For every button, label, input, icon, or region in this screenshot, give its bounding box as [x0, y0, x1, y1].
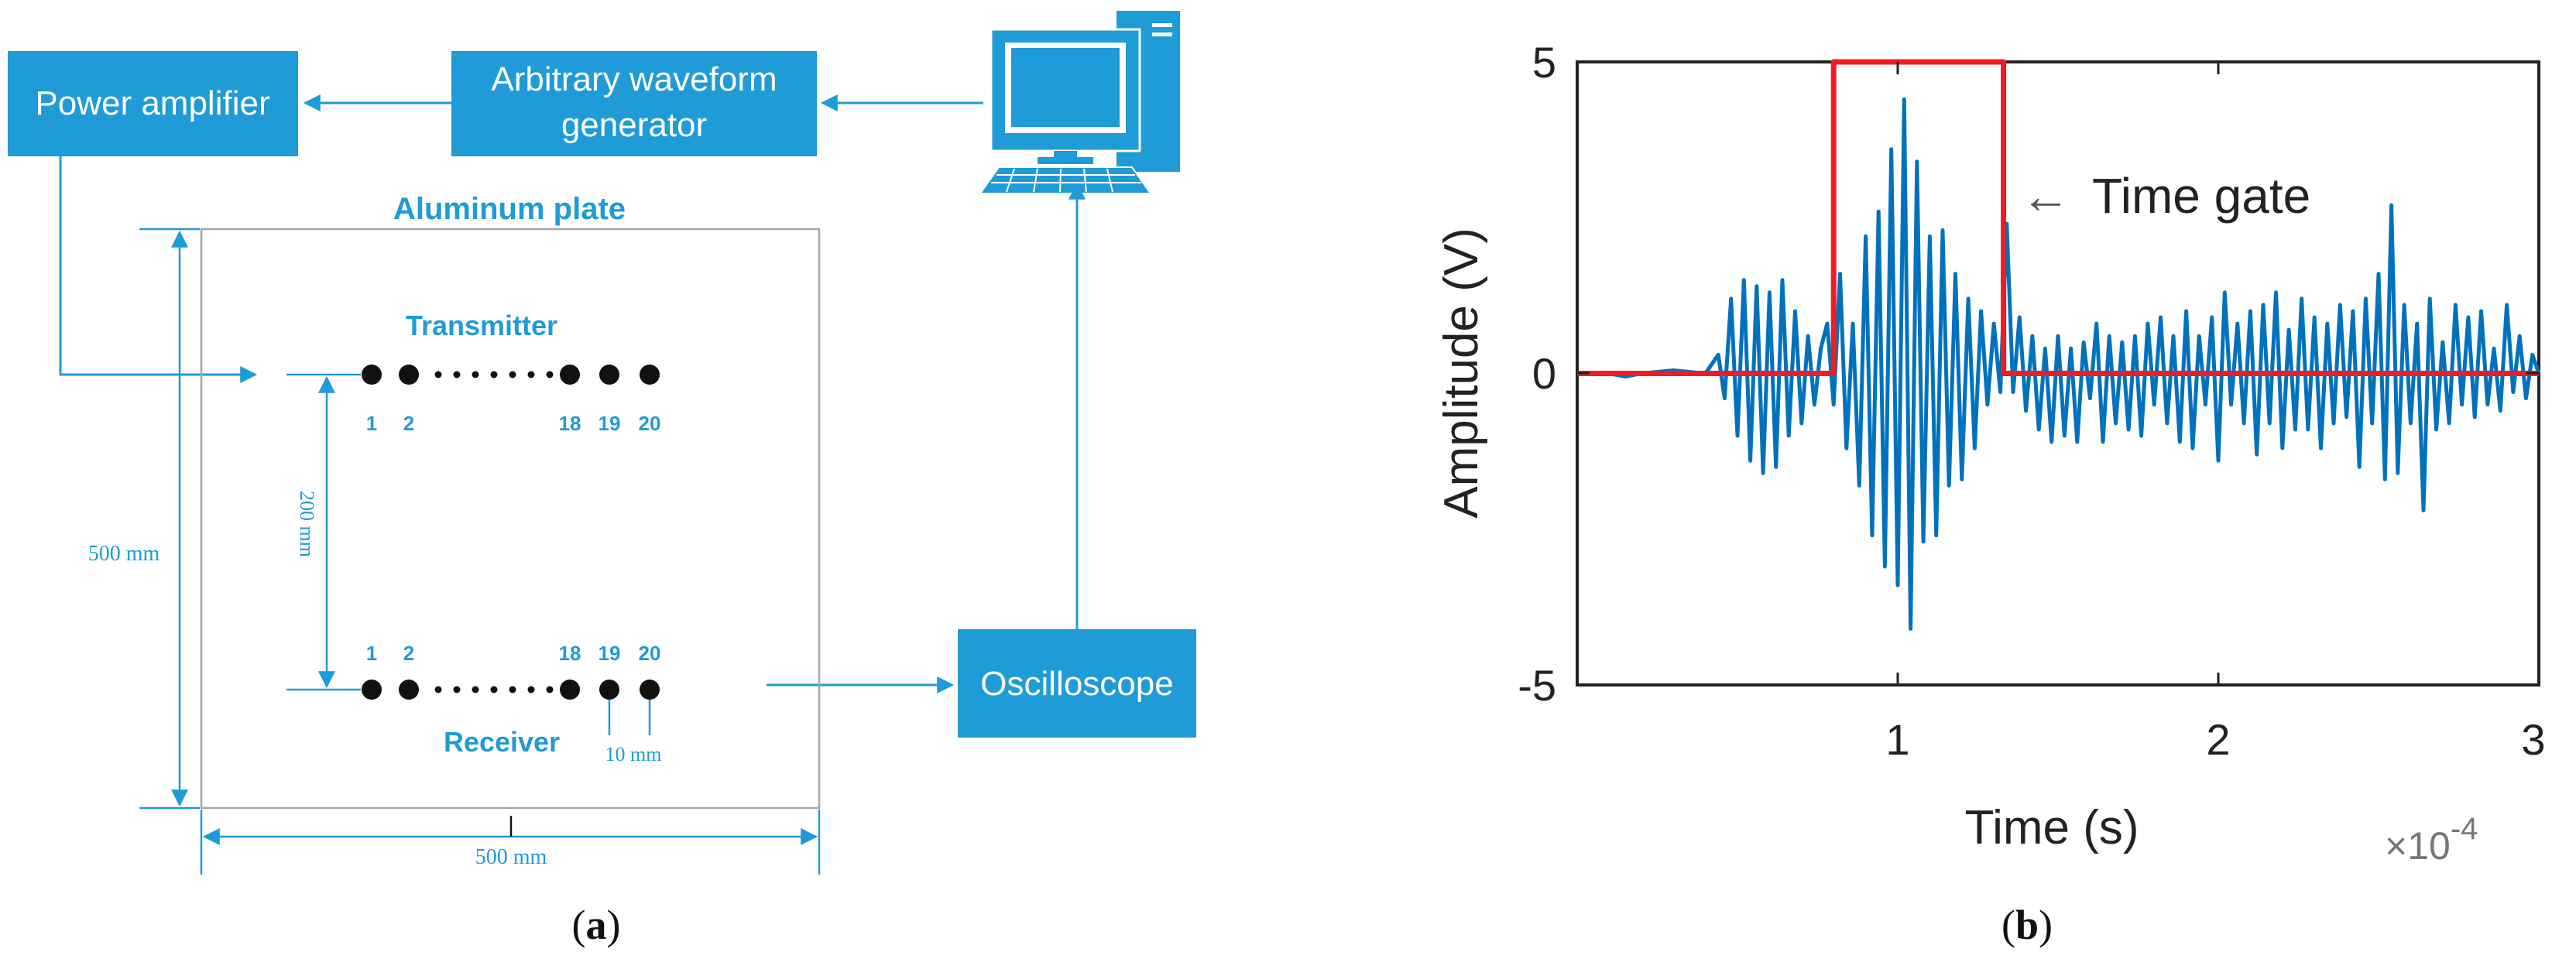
- rx-number: 20: [639, 642, 661, 665]
- tx-number: 1: [366, 412, 377, 435]
- plate-width-label: 500 mm: [475, 845, 547, 869]
- chart-marks: [1577, 59, 2541, 631]
- pitch-dimension: [608, 700, 651, 735]
- awg-label-line2: generator: [561, 106, 707, 144]
- y-tick-labels: 5 0 -5: [1518, 38, 1556, 710]
- receiver-array: [362, 680, 660, 700]
- time-gate-series-line: [1577, 59, 2539, 376]
- receiver-element: [640, 680, 660, 700]
- y-tick-label: -5: [1518, 661, 1556, 710]
- receiver-numbers: 1 2 18 19 20: [366, 642, 661, 665]
- transmitter-element: [640, 365, 660, 385]
- rx-number: 1: [366, 642, 377, 665]
- x-tick-label: 3: [2521, 715, 2545, 764]
- power-amplifier-label: Power amplifier: [35, 84, 269, 122]
- receiver-element: [399, 680, 419, 700]
- row-spacing-dimension: [286, 373, 361, 691]
- time-gate-annotation: ←Time gate: [2021, 168, 2310, 224]
- tx-number: 19: [599, 412, 621, 435]
- x-tick-labels: 1 2 3: [1885, 715, 2545, 764]
- transmitter-element: [560, 365, 580, 385]
- rx-number: 18: [559, 642, 581, 665]
- amplifier-to-transmitter-arrow: [59, 156, 258, 383]
- receiver-label: Receiver: [444, 726, 560, 758]
- axis-ticks: [1577, 60, 2539, 687]
- aluminum-plate: [200, 228, 821, 810]
- signal-series-line: [1577, 97, 2541, 631]
- row-spacing-label: 200 mm: [296, 491, 318, 557]
- transmitter-numbers: 1 2 18 19 20: [366, 412, 661, 435]
- transmitter-element: [399, 365, 419, 385]
- pitch-dimension-label: 10 mm: [605, 743, 662, 765]
- x-tick-label: 1: [1885, 715, 1909, 764]
- receiver-element: [560, 680, 580, 700]
- power-amplifier-box: Power amplifier: [8, 51, 298, 156]
- tx-number: 18: [559, 412, 581, 435]
- receiver-element: [599, 680, 619, 700]
- receiver-element: [362, 680, 382, 700]
- caption-b: (b): [2001, 902, 2053, 948]
- oscilloscope-label: Oscilloscope: [980, 665, 1173, 703]
- y-tick-label: 5: [1532, 38, 1556, 87]
- panel-b: 5 0 -5 1 2 3 Time (s) Amplitude (V) ×10-…: [1435, 38, 2546, 948]
- plate-height-dimension: [139, 228, 200, 810]
- signal-flow-arrows: [59, 94, 1086, 693]
- plate-title: Aluminum plate: [393, 192, 626, 226]
- y-tick-label: 0: [1532, 349, 1556, 398]
- transmitter-element: [599, 365, 619, 385]
- y-axis-label: Amplitude (V): [1435, 228, 1488, 519]
- x-exponent-label: ×10-4: [2385, 812, 2478, 868]
- computer-icon: [979, 11, 1180, 194]
- transmitter-label: Transmitter: [406, 310, 557, 341]
- transmitter-array: [362, 365, 660, 385]
- oscilloscope-box: Oscilloscope: [958, 629, 1196, 738]
- rx-number: 19: [599, 642, 621, 665]
- tx-number: 2: [403, 412, 414, 435]
- x-tick-label: 2: [2206, 715, 2230, 764]
- transmitter-element: [362, 365, 382, 385]
- plate-height-label: 500 mm: [88, 542, 160, 566]
- caption-a: (a): [572, 902, 621, 948]
- rx-number: 2: [403, 642, 414, 665]
- awg-box: Arbitrary waveform generator: [451, 51, 817, 156]
- panel-a: Power amplifier Arbitrary waveform gener…: [8, 11, 1196, 948]
- x-axis-label: Time (s): [1965, 801, 2139, 854]
- awg-label-line1: Arbitrary waveform: [491, 60, 777, 98]
- tx-number: 20: [639, 412, 661, 435]
